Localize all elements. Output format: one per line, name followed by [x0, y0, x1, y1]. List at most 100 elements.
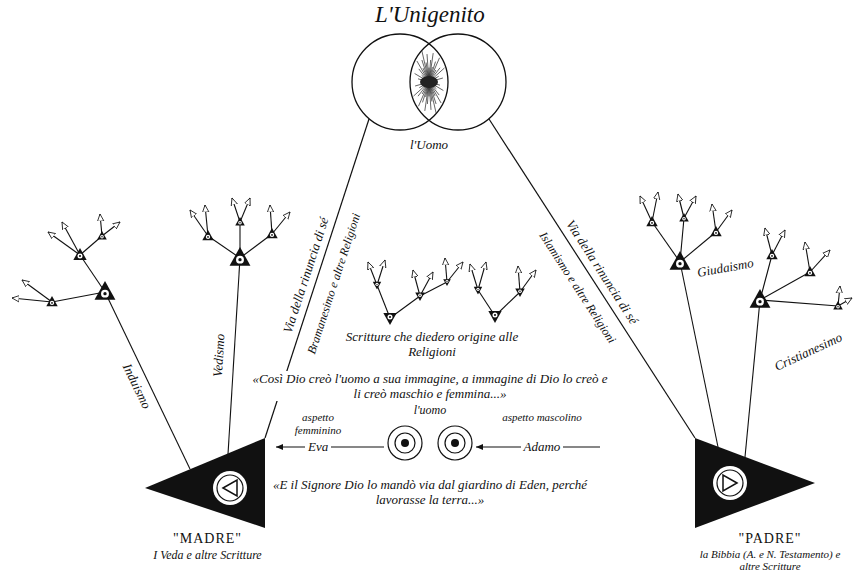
branch-arrow: [62, 222, 80, 255]
branch-arrow: [12, 298, 52, 302]
branch-arrow: [684, 196, 696, 218]
tree-triangle: [670, 251, 691, 270]
tree-triangle: [230, 247, 251, 266]
branch-arrow: [368, 262, 377, 285]
tree-triangle: [97, 231, 107, 240]
trunk-line: [680, 262, 718, 447]
branch-arrow: [640, 196, 652, 222]
branch-line: [760, 272, 810, 300]
node-label: "PADRE": [690, 531, 850, 548]
node-texts: "PADRE"la Bibbia (A. e N. Testamento) e …: [690, 436, 850, 572]
tree-triangle: [373, 282, 382, 290]
node-dots: l'uomo: [380, 403, 480, 465]
branch-arrow: [447, 262, 463, 282]
branch-arrow: [190, 210, 208, 236]
branch-arrow: [716, 210, 732, 232]
node-label: I Veda e altre Scritture: [140, 548, 275, 562]
text-label: Cristianesimo: [772, 330, 844, 374]
inner-triangle: [723, 475, 737, 491]
aspect-circle: [438, 426, 472, 460]
node-label: "MADRE": [140, 531, 275, 548]
tree-triangle: [679, 213, 689, 222]
giudaismo-tree: [640, 192, 732, 447]
branch-line: [377, 285, 390, 318]
node-triR: "PADRE"la Bibbia (A. e N. Testamento) e …: [690, 436, 850, 574]
father-triangle: [695, 438, 815, 528]
tree-triangle: [750, 289, 771, 308]
node-label: l'uomo: [380, 403, 480, 417]
tree-triangle: [235, 217, 245, 226]
node-label: la Bibbia (A. e N. Testamento) e altre S…: [690, 548, 850, 572]
text-label: Eva: [305, 440, 331, 455]
tree-triangle: [443, 279, 451, 286]
tree-triangle: [474, 287, 483, 295]
right-circle: [410, 34, 506, 130]
induismo-tree: [12, 214, 190, 469]
node-triL: "MADRE"I Veda e altre Scritture: [140, 436, 275, 564]
branch-arrow: [22, 280, 52, 302]
branch-arrow: [377, 260, 385, 285]
branch-arrow: [102, 222, 120, 236]
branch-line: [420, 282, 447, 296]
tree-triangle: [488, 311, 501, 323]
tree-triangle: [646, 216, 657, 226]
trunk-line: [228, 258, 240, 454]
scriptures-tree: [368, 258, 536, 318]
node-texts: "MADRE"I Veda e altre Scritture: [140, 436, 275, 562]
node-label: l'Uomo: [350, 137, 508, 153]
tree-triangle: [515, 289, 525, 298]
text-label: Induismo: [119, 361, 154, 411]
inner-ring: [717, 470, 743, 496]
node-shape: [350, 30, 508, 155]
tree-triangle: [383, 313, 396, 325]
branch-arrow: [470, 264, 478, 290]
vedismo-tree: [190, 198, 290, 454]
mother-triangle: [145, 438, 265, 528]
aspect-dot: [451, 439, 459, 447]
inner-ring: [217, 475, 243, 501]
branch-line: [652, 222, 680, 262]
branch-line: [680, 232, 716, 262]
aspect-circle: [388, 426, 422, 460]
node-texts: l'Uomo: [350, 30, 508, 153]
text-label: Adamo: [521, 440, 564, 455]
node-texts: l'uomo: [380, 403, 480, 417]
text-label: aspetto mascolino: [502, 411, 582, 424]
text-label: Vedismo: [210, 333, 228, 377]
text-label: Scritture che diedero origine alle Relig…: [332, 329, 532, 359]
left-circle: [352, 34, 448, 130]
text-label: aspetto femminino: [278, 411, 358, 437]
tree-triangle: [766, 249, 777, 259]
text-label: «Così Dio creò l'uomo a sua immagine, a …: [250, 371, 610, 401]
aspect-ring: [445, 433, 465, 453]
aspect-ring: [395, 433, 415, 453]
trunk-line: [105, 292, 190, 469]
text-label: Giudaismo: [696, 256, 755, 281]
branch-arrow: [678, 194, 684, 218]
text-label: «E il Signore Dio lo mandò via dal giard…: [270, 477, 590, 507]
diagram-title: L'Unigenito: [375, 2, 485, 28]
branch-arrow: [272, 212, 290, 234]
branch-arrow: [413, 270, 420, 296]
tree-triangle: [833, 301, 843, 310]
branch-arrow: [810, 250, 830, 272]
branch-line: [760, 300, 838, 306]
branch-arrow: [772, 230, 785, 255]
branch-arrow: [445, 258, 447, 282]
branch-arrow: [518, 266, 520, 292]
branch-line: [80, 255, 105, 292]
cristianesimo-tree: [745, 228, 852, 457]
inner-circle: [713, 466, 747, 500]
tree-triangle: [46, 296, 57, 306]
branch-arrow: [240, 198, 250, 222]
tree-triangle: [73, 248, 86, 260]
branch-arrow: [48, 232, 80, 255]
tree-triangle: [804, 266, 815, 276]
branch-arrow: [478, 262, 486, 290]
tree-triangle: [710, 226, 721, 236]
trunk-line: [745, 300, 760, 457]
inner-triangle: [223, 480, 237, 496]
aspect-dot: [401, 439, 409, 447]
branch-arrow: [232, 198, 240, 222]
